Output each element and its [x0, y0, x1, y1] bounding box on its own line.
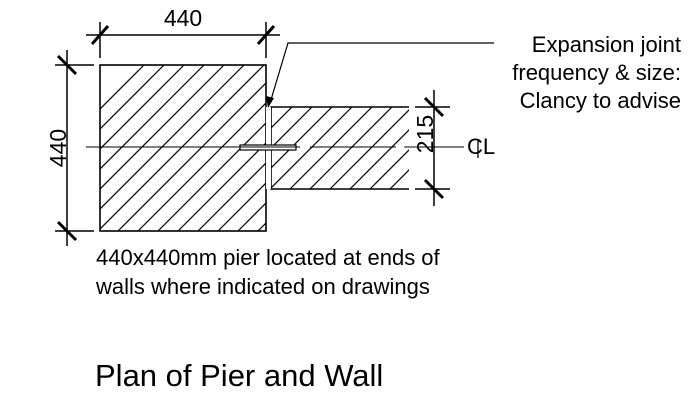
right-dimension — [415, 90, 450, 206]
drawing-title: Plan of Pier and Wall — [95, 358, 383, 393]
note-line-1: Expansion joint — [532, 32, 681, 57]
centreline-symbol: CL — [467, 134, 495, 159]
note-line-2: frequency & size: — [512, 60, 681, 85]
expansion-joint-leader — [266, 42, 494, 108]
top-dimension-label: 440 — [164, 5, 202, 31]
top-dimension — [86, 22, 280, 58]
left-dimension-label: 440 — [45, 129, 71, 167]
note-line-3: Clancy to advise — [520, 88, 681, 113]
caption-line-2: walls where indicated on drawings — [95, 274, 430, 299]
centreline-label: CL — [467, 134, 495, 159]
wall — [270, 106, 409, 190]
caption-line-1: 440x440mm pier located at ends of — [96, 245, 441, 270]
wall-hatching — [271, 107, 409, 189]
right-dimension-label: 215 — [412, 115, 438, 153]
left-dimension — [55, 50, 94, 246]
